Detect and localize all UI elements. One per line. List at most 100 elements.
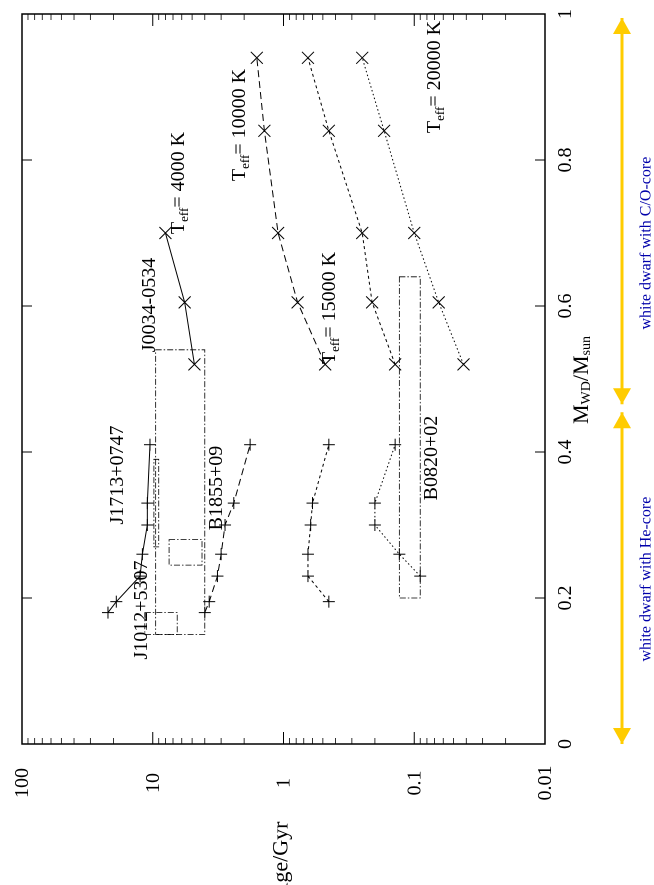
data-point <box>244 438 257 451</box>
pulsar-box <box>398 276 421 599</box>
co-core-label: white dwarf with C/O-core <box>638 157 654 330</box>
labels-layer: J1012+5307 B1855+09 J1713+0747 J0034-0534B0… <box>106 20 594 885</box>
series-line <box>374 444 421 577</box>
marker-x-stroke <box>318 358 332 371</box>
x-tick-label: 0.2 <box>554 586 576 611</box>
axis-ticks: 0 0.2 0.4 0.6 0.8 1 0.01 0.1 1 10 100 <box>11 9 576 801</box>
data-point <box>306 497 319 510</box>
marker-x-stroke <box>432 295 446 309</box>
plot-area <box>21 13 546 745</box>
teff-label: Teff= 15000 K <box>318 251 342 364</box>
data-point <box>134 570 147 583</box>
data-point <box>101 606 114 619</box>
marker-x-stroke <box>188 358 201 371</box>
marker-x-stroke <box>377 124 391 138</box>
series-line <box>164 232 195 365</box>
data-point <box>178 295 192 309</box>
plot-frame <box>21 13 546 745</box>
marker-x-stroke <box>355 226 369 240</box>
x-tick-label: 0 <box>554 739 576 749</box>
marker-x-stroke <box>178 295 192 309</box>
pulsar-box <box>144 612 178 635</box>
region-arrow-head <box>613 18 631 34</box>
data-point <box>291 295 304 309</box>
y-tick-label: 0.1 <box>403 771 425 796</box>
x-axis-title: MWD/Msun <box>568 336 594 424</box>
y-tick-label: 1 <box>273 778 295 788</box>
marker-x-stroke <box>457 358 470 371</box>
data-point <box>318 358 332 371</box>
data-point <box>141 497 154 510</box>
marker-x-stroke <box>250 51 264 65</box>
data-point <box>188 358 201 371</box>
data-point <box>211 570 224 583</box>
co-core-arrow <box>613 18 631 405</box>
pulsar-label: J0034-0534 <box>138 258 160 352</box>
data-point <box>368 497 381 510</box>
region-layer: white dwarf with He-core white dwarf with… <box>613 18 654 744</box>
data-point <box>322 124 336 138</box>
y-tick-label: 10 <box>142 773 164 793</box>
x-tick-label: 0.8 <box>554 148 576 173</box>
teff-label: Teff= 20000 K <box>423 20 447 133</box>
series-layer <box>101 51 470 619</box>
x-tick-label: 0.6 <box>554 294 576 319</box>
data-point <box>322 595 335 608</box>
data-point <box>365 295 379 309</box>
data-point <box>219 519 232 531</box>
marker-x-stroke <box>355 51 369 65</box>
teff-label: Teff= 10000 K <box>228 68 252 181</box>
marker-x-stroke <box>301 51 315 65</box>
pulsar-box <box>168 539 203 566</box>
series-line <box>256 57 326 365</box>
series-line <box>307 57 396 365</box>
data-point <box>407 226 421 240</box>
data-point <box>227 497 240 510</box>
boxes-layer <box>144 276 421 635</box>
data-point <box>136 548 149 561</box>
region-arrow-head <box>613 388 631 405</box>
data-point <box>304 519 317 531</box>
pulsar-label: B0820+02 <box>420 416 442 501</box>
he-core-label: white dwarf with He-core <box>638 497 654 662</box>
marker-x-stroke <box>291 295 304 309</box>
marker-x-stroke <box>271 226 285 240</box>
marker-x-stroke <box>322 124 336 138</box>
series-line <box>307 444 330 602</box>
region-arrow-head <box>613 728 631 744</box>
data-point <box>368 519 381 531</box>
pulsar-label: J1713+0747 <box>106 425 128 524</box>
data-point <box>432 295 446 309</box>
x-tick-label: 1 <box>554 9 576 19</box>
data-point <box>159 226 172 240</box>
x-tick-label: 0.4 <box>554 440 576 465</box>
data-point <box>355 226 369 240</box>
pulsar-label: J1012+5307 <box>130 560 152 659</box>
marker-x-stroke <box>159 226 172 240</box>
teff-label: Teff= 4000 K <box>167 131 191 234</box>
data-point <box>389 438 402 451</box>
data-point <box>377 124 391 138</box>
pulsar-label: B1855+09 <box>205 446 227 531</box>
data-point <box>322 438 335 451</box>
data-point <box>250 51 264 65</box>
y-axis-title: Age/Gyr <box>268 821 293 885</box>
pulsar-box <box>153 458 160 548</box>
y-tick-label: 100 <box>11 768 33 798</box>
data-point <box>301 51 315 65</box>
data-point <box>203 595 216 608</box>
marker-x-stroke <box>258 124 271 138</box>
he-core-arrow <box>613 412 631 744</box>
data-point <box>301 548 314 561</box>
data-point <box>141 519 154 531</box>
marker-x-stroke <box>365 295 379 309</box>
data-point <box>271 226 285 240</box>
y-tick-label: 0.01 <box>534 766 556 801</box>
data-point <box>143 438 156 451</box>
data-point <box>258 124 271 138</box>
pulsar-box <box>155 349 206 635</box>
data-point <box>301 570 314 583</box>
data-point <box>215 548 228 561</box>
data-point <box>110 595 123 608</box>
